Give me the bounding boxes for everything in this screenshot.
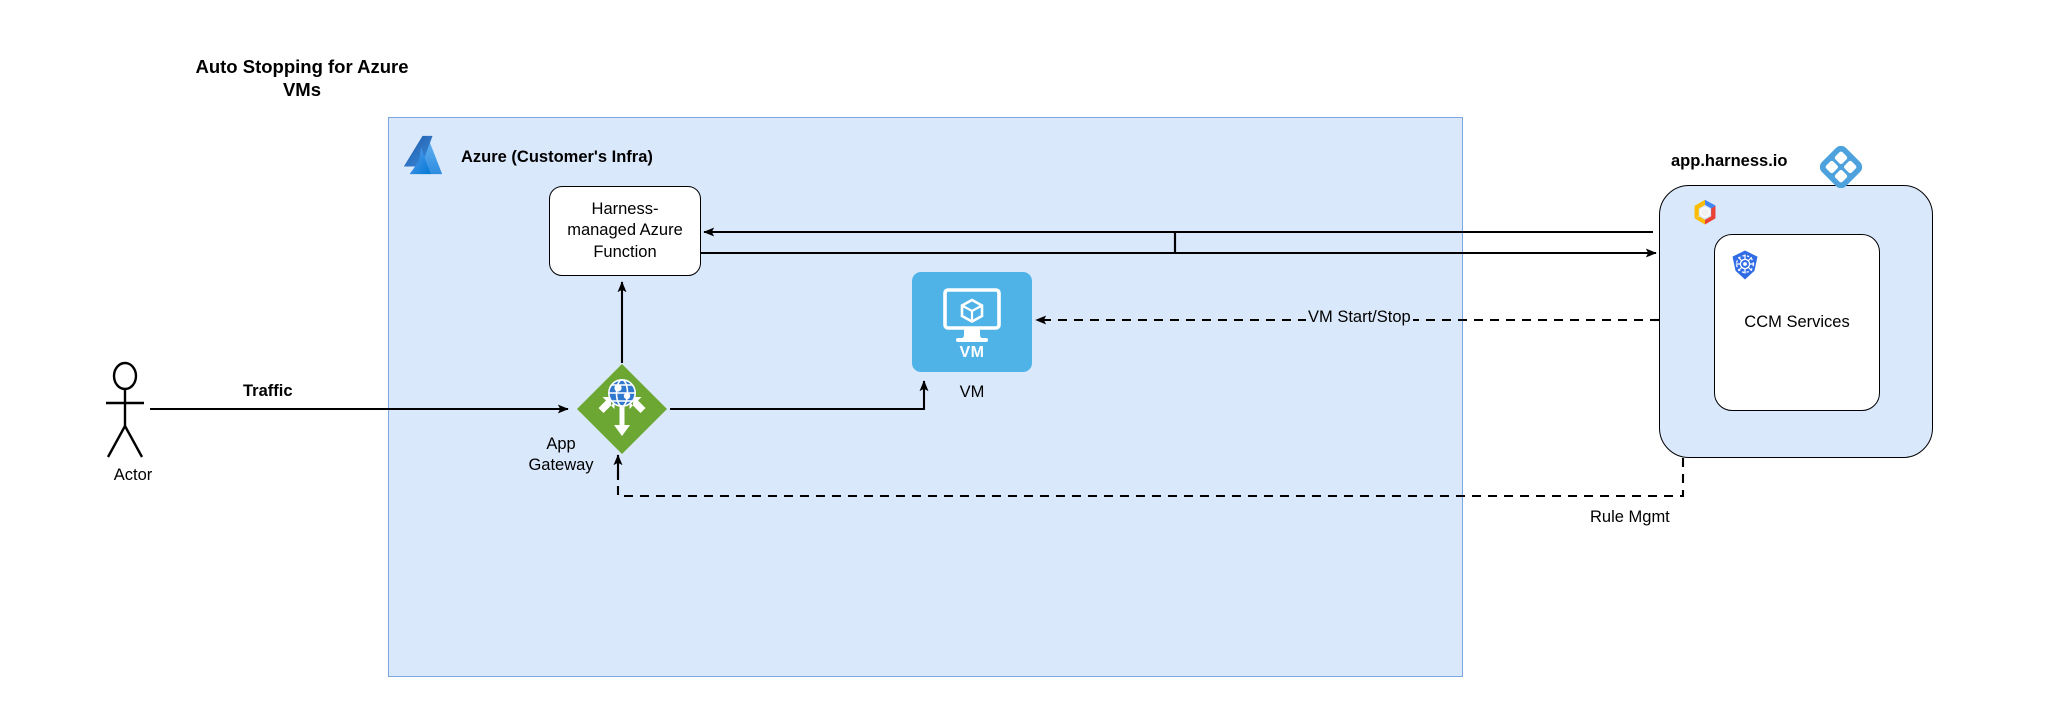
app-gateway-label-line-2: Gateway <box>528 455 594 474</box>
ccm-services-label: CCM Services <box>1744 313 1850 331</box>
harness-function-label-line-2: managed Azure <box>567 221 683 240</box>
app-gateway-icon[interactable] <box>576 363 668 455</box>
page-title: Auto Stopping for Azure VMs <box>178 55 426 101</box>
harness-function-node[interactable]: Harness- managed Azure Function <box>549 186 701 276</box>
edge-label-rule-mgmt: Rule Mgmt <box>1588 508 1672 527</box>
harness-logo-icon <box>1820 146 1862 188</box>
page-title-line-1: Auto Stopping for Azure <box>195 56 409 77</box>
vm-node[interactable]: VM <box>912 272 1032 372</box>
harness-function-label-line-3: Function <box>593 242 657 261</box>
app-gateway-label-line-1: App <box>546 435 576 453</box>
actor-label: Actor <box>113 466 153 484</box>
page-title-line-2: VMs <box>282 79 322 101</box>
harness-cloud-label: app.harness.io <box>1671 152 1788 170</box>
virtual-machine-icon <box>943 288 1001 342</box>
azure-logo-icon <box>403 135 443 175</box>
vm-icon-text: VM <box>959 344 985 361</box>
harness-function-label-line-1: Harness- <box>591 200 659 219</box>
gcp-logo-icon <box>1694 199 1716 225</box>
vm-node-label: VM <box>959 383 985 401</box>
edge-label-vm-start-stop: VM Start/Stop <box>1306 308 1413 327</box>
kubernetes-logo-icon <box>1732 250 1758 280</box>
app-gateway-label: App Gateway <box>502 434 620 475</box>
actor-icon <box>106 361 144 458</box>
azure-container-label: Azure (Customer's Infra) <box>461 148 653 166</box>
edge-label-traffic: Traffic <box>240 382 296 401</box>
